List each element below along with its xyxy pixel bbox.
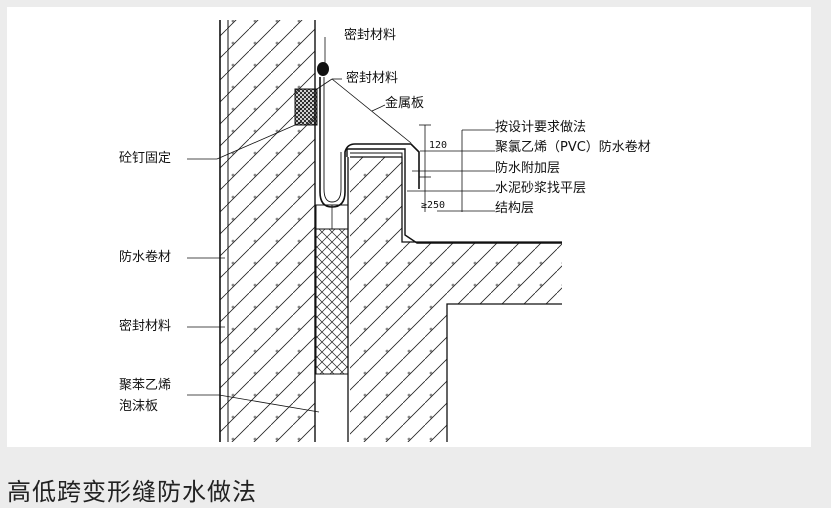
label-seal-top: 密封材料 <box>344 28 397 43</box>
top-leaders <box>316 37 412 144</box>
label-foam-line1: 聚苯乙烯 <box>119 378 172 393</box>
label-extra-layer: 防水附加层 <box>495 161 561 176</box>
metal-plate <box>319 77 420 208</box>
foam-board <box>315 228 349 375</box>
right-leaders <box>407 129 495 212</box>
sealant-bead <box>317 62 329 76</box>
joint-detail-drawing <box>187 20 562 442</box>
dimension-250: ≥250 <box>421 200 446 211</box>
high-wall <box>220 20 315 442</box>
figure-caption: 高低跨变形缝防水做法 <box>7 478 257 506</box>
label-pvc: 聚氯乙烯（PVC）防水卷材 <box>495 140 651 155</box>
label-seal-left: 密封材料 <box>119 319 172 334</box>
pvc-membrane <box>346 148 562 244</box>
sealant-block <box>294 88 318 126</box>
label-structure: 结构层 <box>495 201 535 216</box>
label-membrane: 防水卷材 <box>119 250 172 265</box>
label-metal-plate: 金属板 <box>385 96 425 111</box>
label-anchor: 砼钉固定 <box>119 151 172 166</box>
dimension-120: 120 <box>429 140 448 151</box>
label-foam-line2: 泡沫板 <box>119 399 159 414</box>
left-leaders <box>187 121 320 413</box>
label-seal-mid: 密封材料 <box>346 71 399 86</box>
pvc-membrane <box>350 152 403 239</box>
metal-plate-inner <box>323 77 342 203</box>
label-mortar: 水泥砂浆找平层 <box>495 181 587 196</box>
detail-drawing-frame: 密封材料 密封材料 金属板 按设计要求做法 聚氯乙烯（PVC）防水卷材 防水附加… <box>7 7 811 447</box>
label-design: 按设计要求做法 <box>495 120 587 135</box>
low-structure <box>350 157 562 442</box>
